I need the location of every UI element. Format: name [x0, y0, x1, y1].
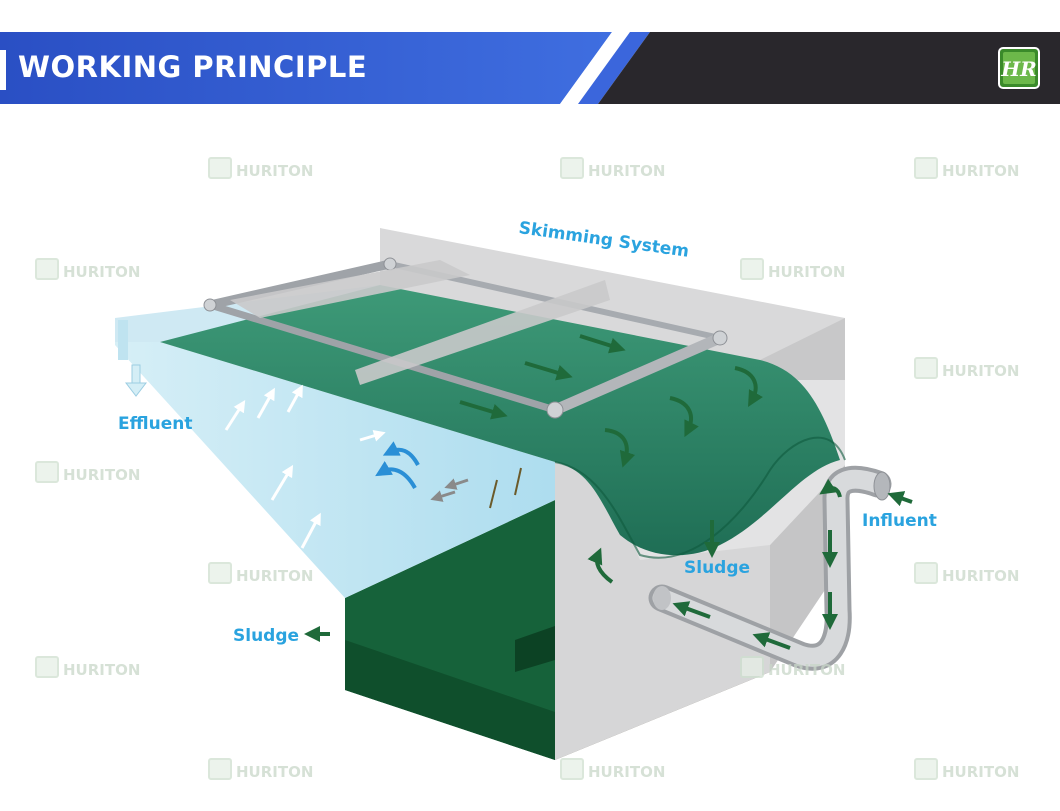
skimmer-paddle: [355, 280, 610, 385]
watermark: HURITON: [208, 157, 313, 180]
watermark: HURITON: [914, 157, 1019, 180]
watermark: HURITON: [740, 258, 845, 281]
label-sludge-outlet: Sludge: [233, 626, 300, 646]
water-surface: [160, 285, 840, 556]
svg-text:HR: HR: [1000, 57, 1037, 81]
effluent-arrow-icon: [124, 364, 148, 397]
watermark: HURITON: [35, 461, 140, 484]
watermark: HURITON: [560, 157, 665, 180]
watermark: HURITON: [560, 758, 665, 781]
watermark: HURITON: [35, 258, 140, 281]
watermark: HURITON: [914, 758, 1019, 781]
watermark: HURITON: [208, 562, 313, 585]
label-effluent: Effluent: [118, 414, 193, 434]
watermark: HURITON: [208, 758, 313, 781]
watermark: HURITON: [914, 562, 1019, 585]
rising-bubble-arrows: [224, 384, 386, 549]
back-wall: [380, 228, 845, 380]
skimmer-frame: [203, 257, 728, 419]
surface-flow-arrows: [304, 334, 913, 650]
skimmer-paddle: [230, 260, 470, 318]
brand-logo-icon: HR: [998, 47, 1040, 89]
flotation-diagram: [115, 228, 913, 760]
label-sludge-inner: Sludge: [684, 558, 751, 578]
page-title: WORKING PRINCIPLE: [18, 50, 368, 84]
banner-background: [0, 32, 1060, 104]
header-banner: [0, 32, 1060, 104]
label-influent: Influent: [862, 511, 937, 531]
watermark: HURITON: [914, 357, 1019, 380]
watermark: HURITON: [740, 656, 845, 679]
clear-water-zone: [115, 320, 555, 598]
watermark: HURITON: [35, 656, 140, 679]
recirculation-arrows: [375, 441, 420, 490]
